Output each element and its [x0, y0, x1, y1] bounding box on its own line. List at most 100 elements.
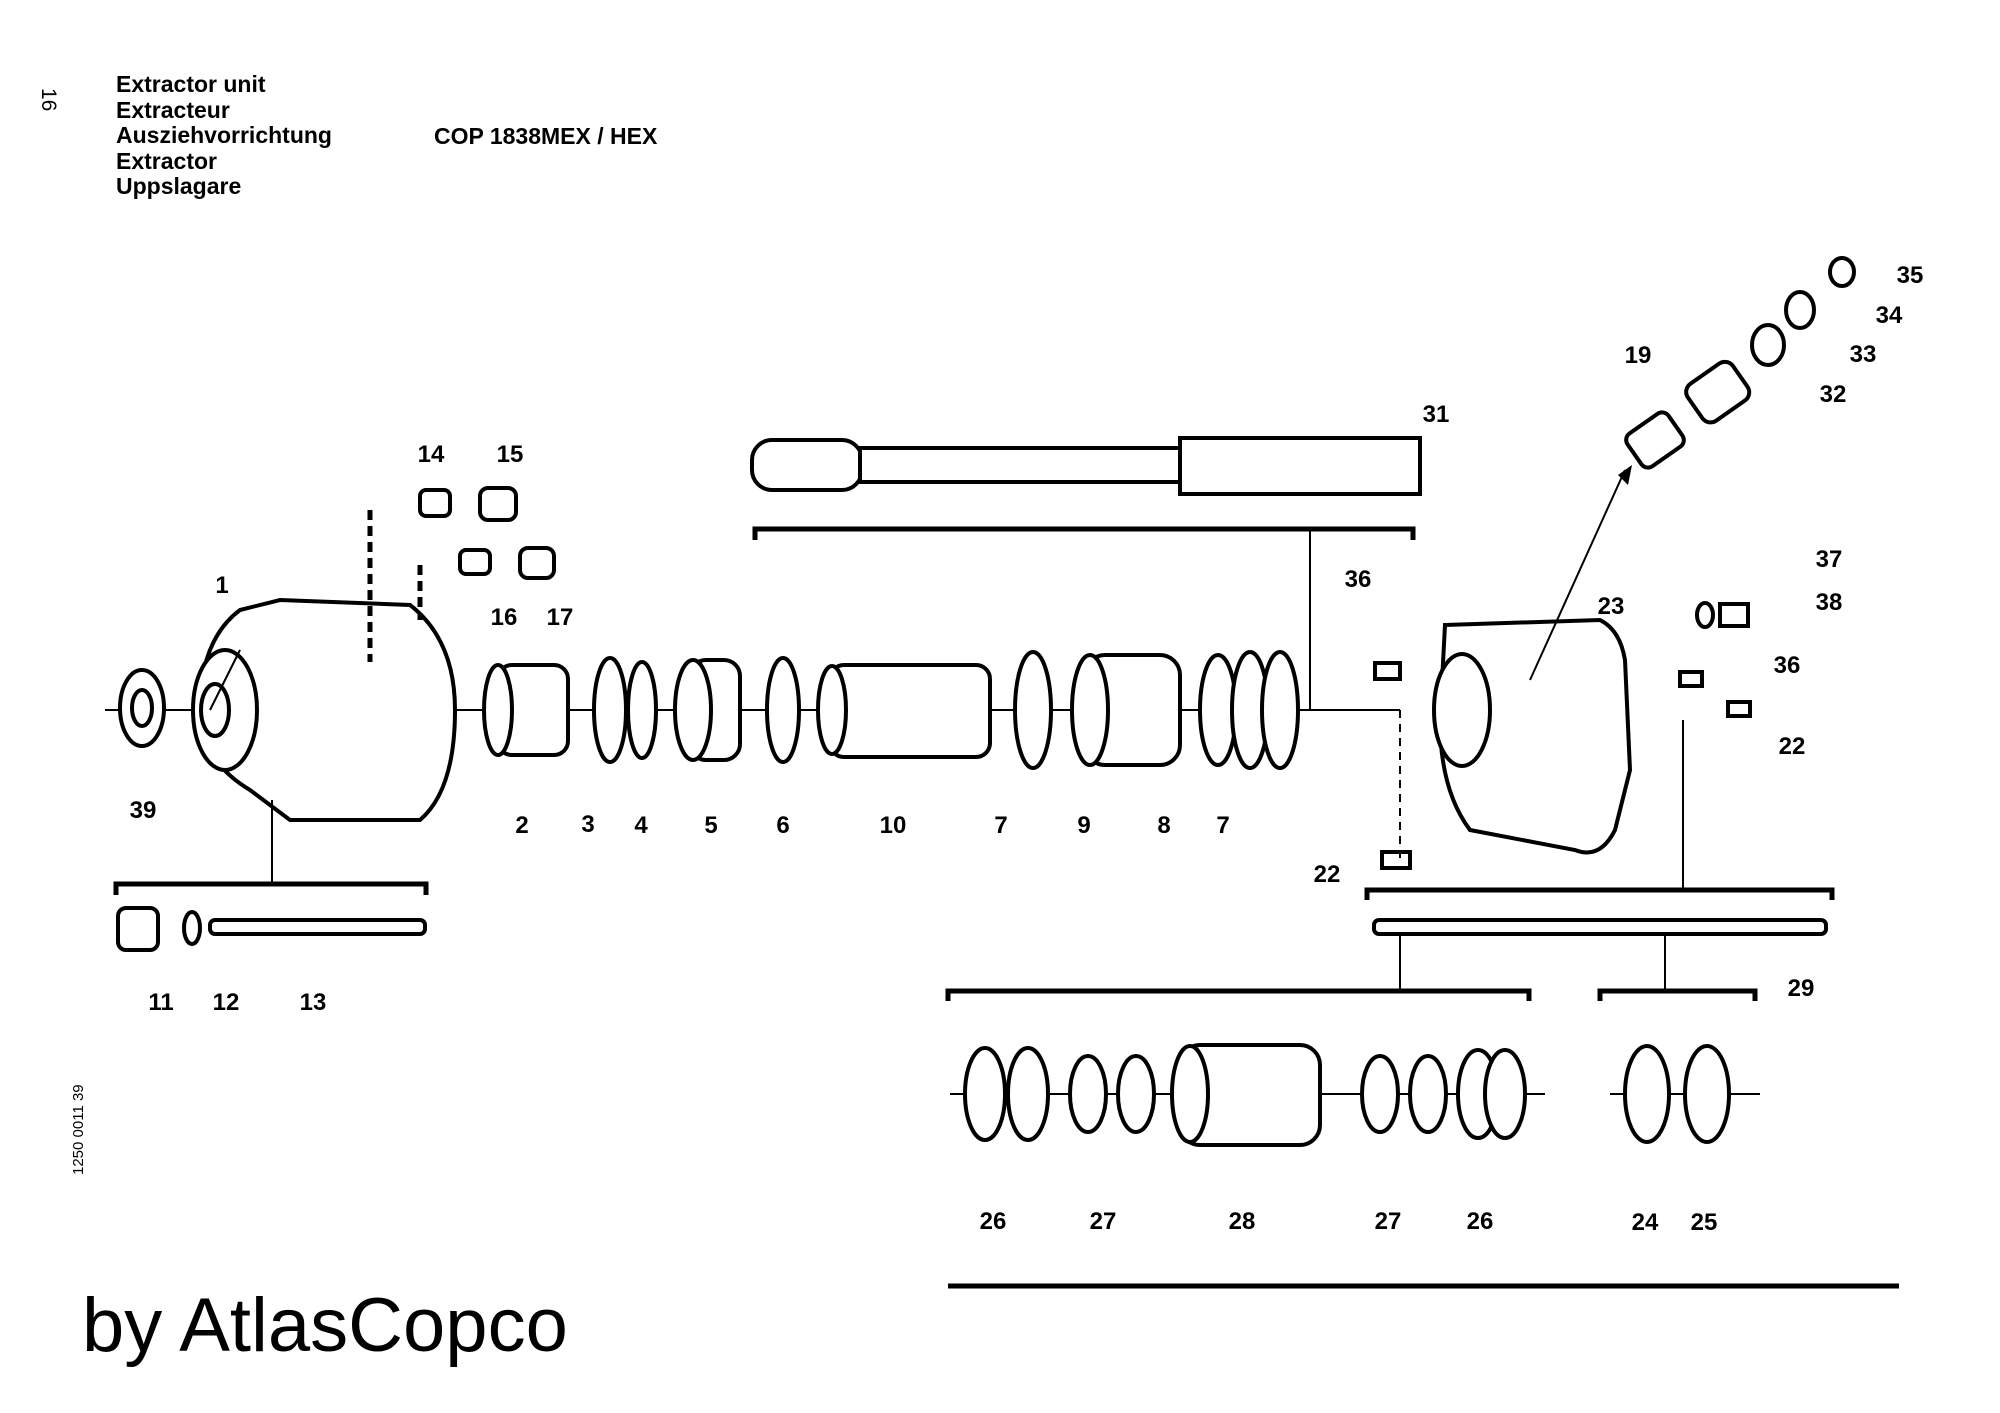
part-labels: 1 2 3 4 5 6 10 7 9 8 7 39 14 15 16 17 11…	[130, 262, 1924, 1236]
label-39: 39	[130, 797, 157, 824]
label-7: 7	[994, 812, 1007, 839]
label-35: 35	[1897, 262, 1924, 289]
part-14-fitting	[418, 488, 452, 518]
label-1: 1	[215, 572, 228, 599]
model-name: COP 1838MEX / HEX	[434, 123, 658, 149]
bracket-lower-right	[1597, 988, 1758, 1001]
label-19: 19	[1625, 342, 1652, 369]
part-27-seal	[1068, 1054, 1108, 1134]
part-19-valve	[1624, 410, 1686, 470]
title-sv: Uppslagare	[116, 173, 242, 199]
label-16: 16	[491, 604, 518, 631]
label-34: 34	[1876, 302, 1903, 329]
part-31-spline	[1178, 436, 1422, 496]
bracket-lower-left	[945, 988, 1532, 1001]
label-15: 15	[497, 441, 524, 468]
part-38-plug	[1718, 602, 1750, 628]
part-3-ring	[592, 656, 628, 764]
label-5: 5	[704, 812, 717, 839]
part-26-ring-2	[1006, 1046, 1050, 1142]
bracket-23	[1364, 887, 1835, 900]
title-es: Extractor	[116, 147, 217, 174]
label-26b: 26	[1467, 1208, 1494, 1235]
label-22b: 22	[1314, 861, 1341, 888]
part-5-end	[673, 658, 713, 762]
label-9: 9	[1077, 812, 1090, 839]
part-36b-plug	[1678, 670, 1704, 688]
label-28: 28	[1229, 1208, 1256, 1235]
part-24-ring	[1623, 1044, 1671, 1144]
label-36: 36	[1345, 566, 1372, 593]
label-27b: 27	[1375, 1208, 1402, 1235]
part-27b-seal	[1360, 1054, 1400, 1134]
label-2: 2	[515, 812, 528, 839]
part-34-ring	[1784, 290, 1816, 330]
label-4: 4	[634, 812, 648, 839]
part-9-end	[1070, 653, 1110, 767]
label-6: 6	[776, 812, 789, 839]
part-6-ring	[765, 656, 801, 764]
label-31: 31	[1423, 401, 1450, 428]
label-17: 17	[547, 604, 574, 631]
part-10-sleeve	[828, 663, 992, 759]
label-23: 23	[1598, 593, 1625, 620]
part-32-valve-body	[1684, 359, 1752, 425]
part-23-housing	[1437, 617, 1633, 855]
label-12: 12	[213, 989, 240, 1016]
label-14: 14	[418, 441, 445, 468]
part-12-washer	[182, 910, 202, 946]
part-23-bore	[1432, 652, 1492, 768]
label-36b: 36	[1774, 652, 1801, 679]
part-26-ring	[963, 1046, 1007, 1142]
label-29: 29	[1788, 975, 1815, 1002]
title-block: Extractor unit Extracteur Ausziehvorrich…	[116, 71, 332, 200]
part-26b-ring-2	[1483, 1048, 1527, 1140]
bracket-31	[752, 526, 1416, 540]
part-37-washer	[1695, 601, 1715, 629]
part-35-ring	[1828, 256, 1856, 288]
part-11-nut	[116, 906, 160, 952]
part-7-ring	[1013, 650, 1053, 770]
part-16-fitting	[458, 548, 492, 576]
part-13-tie-rod	[208, 918, 427, 936]
part-36-plug	[1373, 661, 1402, 681]
label-3: 3	[581, 811, 594, 838]
brand-caption: by AtlasCopco	[82, 1283, 568, 1368]
part-31-thread-end	[750, 438, 864, 492]
label-38: 38	[1816, 589, 1843, 616]
part-28-end	[1170, 1044, 1210, 1144]
part-29-tie-rod	[1372, 918, 1828, 936]
part-22b-plug	[1380, 850, 1412, 870]
part-25-snap-ring	[1683, 1044, 1731, 1144]
label-25: 25	[1691, 1209, 1718, 1236]
arrow-head-icon	[1618, 465, 1632, 485]
part-31-shaft	[858, 446, 1182, 484]
part-27b-seal-2	[1408, 1054, 1448, 1134]
title-de: Ausziehvorrichtung	[116, 122, 332, 148]
label-37: 37	[1816, 546, 1843, 573]
title-fr: Extracteur	[116, 96, 230, 123]
label-24: 24	[1632, 1209, 1659, 1236]
label-26: 26	[980, 1208, 1007, 1235]
part-2-end	[482, 663, 514, 757]
label-7b: 7	[1216, 812, 1229, 839]
label-32: 32	[1820, 381, 1847, 408]
title-en: Extractor unit	[116, 71, 266, 97]
part-33-ring	[1750, 323, 1786, 367]
label-13: 13	[300, 989, 327, 1016]
part-17-nut	[518, 546, 556, 580]
part-1-inner-bore	[199, 682, 231, 738]
part-10-end	[816, 664, 848, 756]
part-27-seal-2	[1116, 1054, 1156, 1134]
leader-1	[209, 649, 241, 711]
part-7c-ring	[1260, 650, 1300, 770]
arrow-to-19	[1529, 469, 1626, 681]
label-10: 10	[880, 812, 907, 839]
label-11: 11	[148, 989, 173, 1016]
part-22-plug	[1726, 700, 1752, 718]
part-4-ring	[626, 660, 658, 760]
bracket-1	[113, 881, 429, 895]
part-39-bore	[130, 688, 154, 728]
label-27: 27	[1090, 1208, 1117, 1235]
